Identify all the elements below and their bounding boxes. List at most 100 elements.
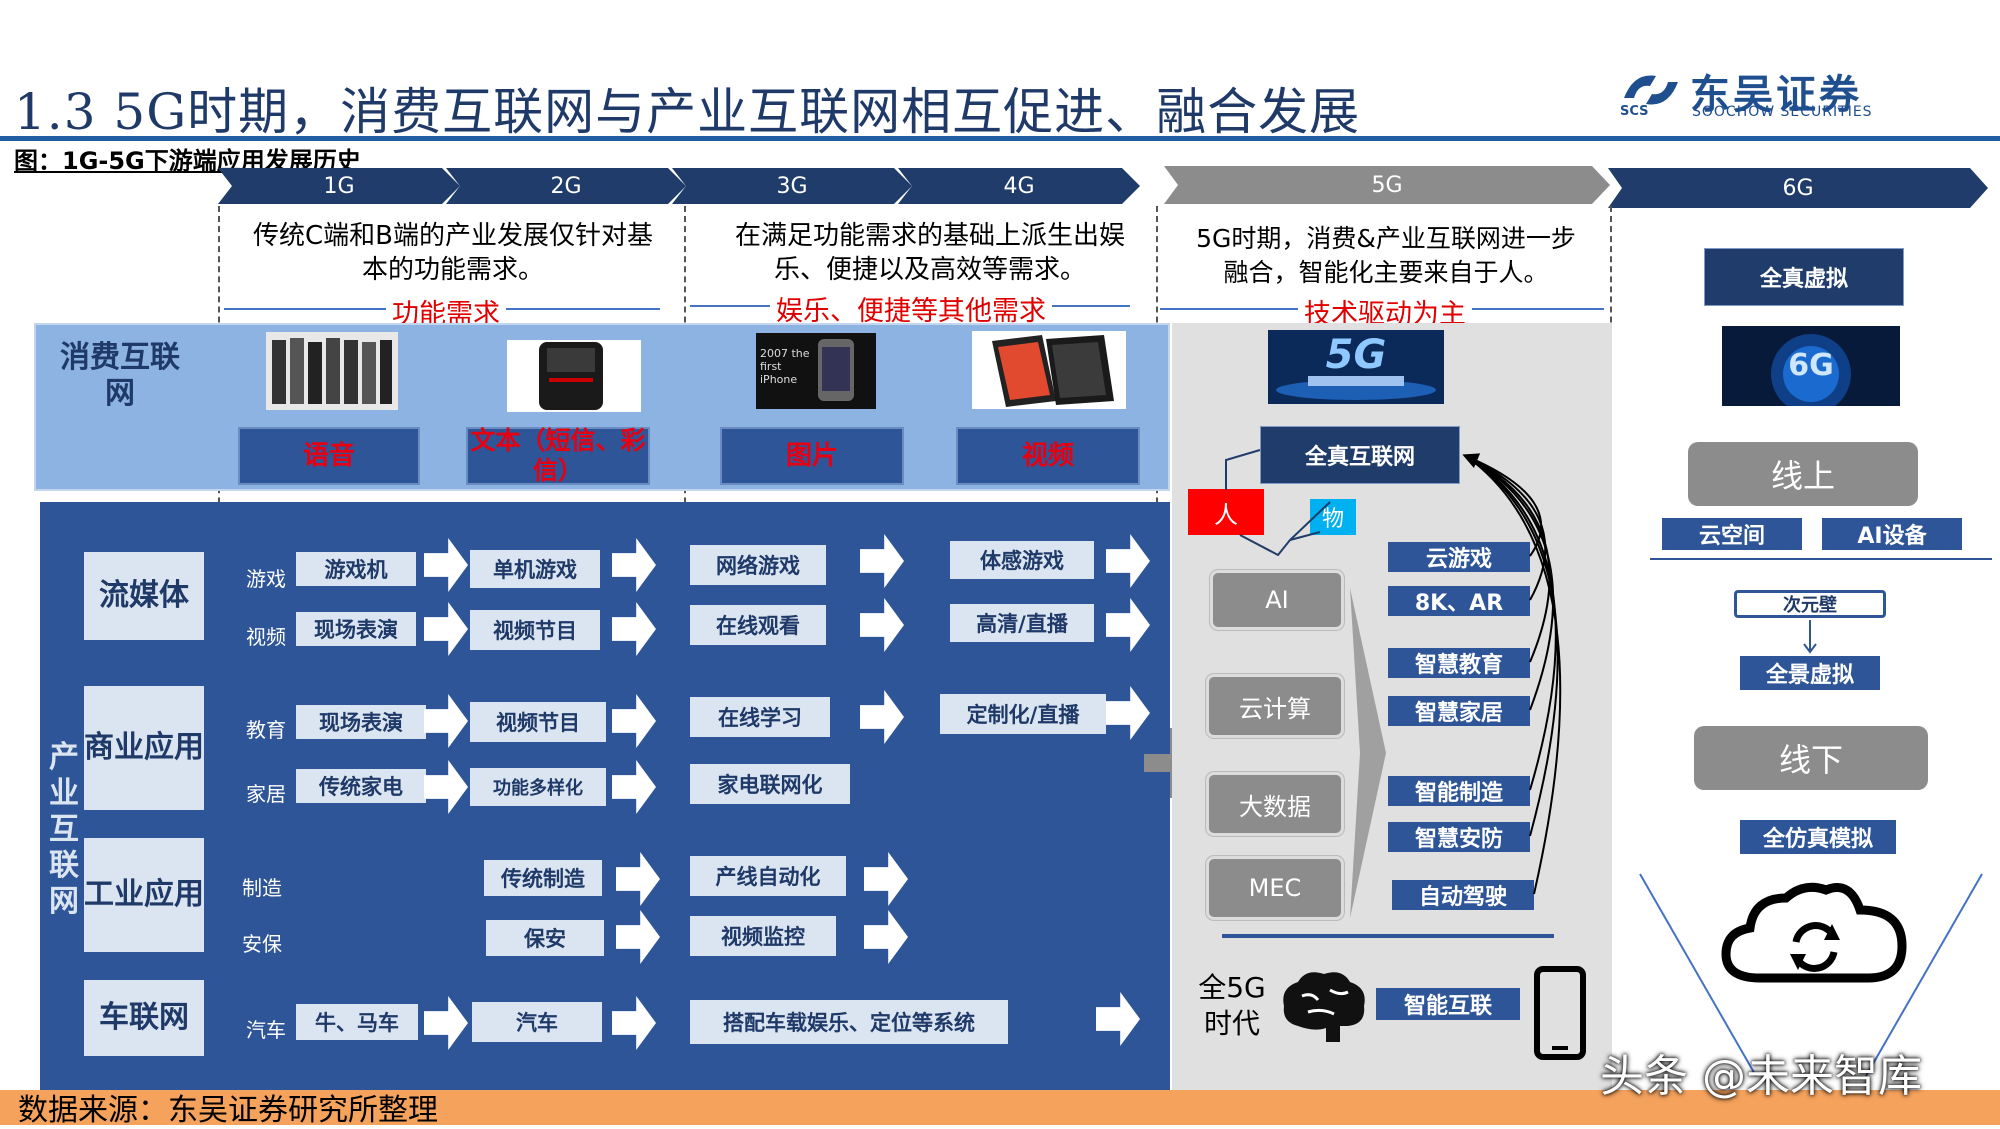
- need-label: 娱乐、便捷等其他需求: [770, 289, 1052, 328]
- cell-3g: 在线观看: [690, 605, 826, 645]
- row-label: 家居: [246, 782, 286, 806]
- divider-line: [1650, 558, 1992, 560]
- iphone-caption: 2007 the first iPhone: [760, 347, 810, 386]
- cell-1g: 牛、马车: [296, 1004, 418, 1040]
- tech-big-data: 大数据: [1206, 772, 1344, 836]
- dimension-wall-box: 次元壁: [1734, 590, 1886, 618]
- group-streaming: 流媒体: [84, 552, 204, 640]
- app-smart-education: 智慧教育: [1388, 648, 1530, 678]
- cell-2g: 汽车: [472, 1002, 602, 1042]
- full-real-internet-box: 全真互联网: [1260, 426, 1460, 484]
- cell-1g: 现场表演: [296, 612, 416, 646]
- thing-box: 物: [1310, 499, 1356, 535]
- online-box: 线上: [1688, 442, 1918, 506]
- group-business: 商业应用: [84, 686, 204, 810]
- cell-3g: 视频监控: [690, 916, 836, 956]
- footer-bar: [0, 1090, 2000, 1125]
- consumer-item-video: 视频: [956, 427, 1140, 485]
- cell-3g: 网络游戏: [690, 545, 826, 585]
- cell-1g: 传统家电: [296, 769, 426, 803]
- era-3-description: 5G时期，消费&产业互联网进一步融合，智能化主要来自于人。: [1196, 224, 1576, 287]
- gen-3g-chevron: 3G: [672, 168, 912, 204]
- scs-logo-icon: [1624, 75, 1678, 105]
- cell-2g: 传统制造: [484, 860, 602, 896]
- logo-abbr: SCS: [1620, 104, 1649, 119]
- 5g-hand-image: 5G: [1268, 330, 1444, 404]
- smart-connect-box: 智能互联: [1376, 988, 1520, 1020]
- connector-lines: [1225, 449, 1331, 557]
- cell-3g: 家电联网化: [690, 764, 850, 804]
- divider-line: [1222, 934, 1554, 938]
- cell-4g: 定制化/直播: [940, 694, 1106, 734]
- cell-2g: 单机游戏: [470, 550, 600, 588]
- cell-2g: 保安: [486, 920, 604, 956]
- era-1-description: 传统C端和B端的产业发展仅针对基本的功能需求。: [253, 221, 653, 285]
- panoramic-virtual-box: 全景虚拟: [1740, 656, 1880, 690]
- tech-mec: MEC: [1206, 856, 1344, 920]
- watermark: 头条 @未来智库: [1600, 1051, 1922, 1102]
- smartphones-image: [972, 331, 1126, 409]
- industry-internet-label: 产业互联网: [49, 740, 79, 919]
- arrow-down-icon: [1803, 620, 1817, 654]
- consumer-item-text: 文本（短信、彩信）: [466, 426, 650, 485]
- row-label: 汽车: [246, 1018, 286, 1042]
- cell-3g: 搭配车载娱乐、定位等系统: [690, 1000, 1008, 1044]
- funnel-lines: [1639, 873, 1983, 1077]
- app-smart-security: 智慧安防: [1388, 822, 1530, 852]
- gen-5g-chevron: 5G: [1164, 166, 1610, 204]
- row-label: 教育: [246, 718, 286, 742]
- tech-cloud-computing: 云计算: [1206, 674, 1344, 738]
- app-smart-manufacturing: 智能制造: [1388, 776, 1530, 806]
- cloud-sync-icon: [1721, 882, 1907, 983]
- logo-english: SOOCHOW SECURITIES: [1692, 104, 1873, 120]
- cell-4g: 高清/直播: [950, 604, 1094, 642]
- app-cloud-gaming: 云游戏: [1388, 542, 1530, 572]
- cell-2g: 功能多样化: [470, 768, 606, 806]
- brain-icon: [1283, 972, 1365, 1042]
- app-8k-ar: 8K、AR: [1388, 586, 1530, 616]
- title-rule: [0, 136, 2000, 141]
- feature-phone-image: [507, 340, 641, 412]
- cell-2g: 视频节目: [470, 702, 606, 742]
- full-virtual-box: 全真虚拟: [1704, 248, 1904, 306]
- 6g-image-text: 6G: [1788, 348, 1834, 383]
- cell-3g: 产线自动化: [690, 856, 846, 896]
- feedback-arrows: [1462, 453, 1562, 895]
- full-5g-era-label: 全5G时代: [1198, 971, 1266, 1040]
- person-box: 人: [1188, 489, 1264, 535]
- app-autonomous-driving: 自动驾驶: [1392, 880, 1534, 910]
- cell-1g: 现场表演: [296, 705, 426, 739]
- row-label: 安保: [242, 932, 282, 956]
- app-smart-home: 智慧家居: [1388, 696, 1530, 726]
- cell-4g: 体感游戏: [950, 541, 1094, 579]
- first-iphone-image: 2007 the first iPhone: [756, 333, 876, 409]
- gen-2g-chevron: 2G: [446, 168, 686, 204]
- consumer-item-voice: 语音: [238, 427, 420, 485]
- cloud-space-box: 云空间: [1662, 518, 1802, 550]
- gen-1g-chevron: 1G: [218, 168, 460, 204]
- gen-6g-chevron: 6G: [1608, 168, 1988, 208]
- group-industrial: 工业应用: [84, 838, 204, 952]
- row-label: 视频: [246, 625, 286, 649]
- gen-4g-chevron: 4G: [898, 168, 1140, 204]
- consumer-item-image: 图片: [720, 427, 904, 485]
- group-vehicle: 车联网: [84, 980, 204, 1056]
- tech-ai: AI: [1210, 570, 1344, 630]
- cell-2g: 视频节目: [470, 610, 600, 650]
- full-simulation-box: 全仿真模拟: [1740, 820, 1896, 854]
- page-title: 1.3 5G时期，消费互联网与产业互联网相互促进、融合发展: [14, 83, 1361, 141]
- big-arrow-icon: [1350, 588, 1386, 918]
- 6g-image: 6G: [1722, 326, 1900, 406]
- consumer-internet-label: 消费互联网: [60, 340, 180, 411]
- 5g-image-text: 5G: [1325, 332, 1387, 378]
- row-label: 游戏: [246, 567, 286, 591]
- smartphone-icon: [1534, 966, 1586, 1060]
- logo-name: 东吴证券: [1690, 72, 1862, 118]
- ai-device-box: AI设备: [1822, 518, 1962, 550]
- offline-box: 线下: [1694, 726, 1928, 790]
- cell-3g: 在线学习: [690, 697, 830, 737]
- brick-phones-image: [266, 332, 398, 410]
- cell-1g: 游戏机: [296, 552, 416, 586]
- era-2-description: 在满足功能需求的基础上派生出娱乐、便捷以及高效等需求。: [734, 221, 1125, 285]
- data-source: 数据来源：东吴证券研究所整理: [18, 1093, 438, 1128]
